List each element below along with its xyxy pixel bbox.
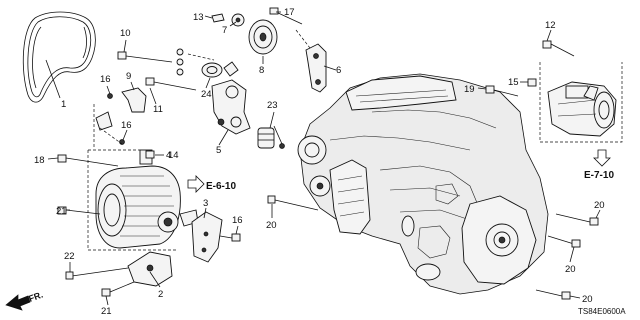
callout-15[interactable]: 15 bbox=[508, 77, 519, 88]
ref-arrow-e610[interactable]: E-6-10 bbox=[187, 175, 236, 193]
bolt-21-upper bbox=[57, 206, 101, 215]
nut-15 bbox=[527, 78, 537, 87]
ref-label-e710: E-7-10 bbox=[584, 170, 614, 181]
leader-lines bbox=[45, 11, 601, 306]
callout-23[interactable]: 23 bbox=[267, 100, 278, 111]
alternator bbox=[95, 149, 199, 249]
callout-17[interactable]: 17 bbox=[284, 7, 295, 18]
bolt-20-right-upper bbox=[555, 213, 599, 226]
alternator-group-outline bbox=[87, 104, 176, 251]
bolt-10 bbox=[117, 51, 173, 63]
bolt-12 bbox=[542, 40, 575, 57]
callout-20d[interactable]: 20 bbox=[582, 294, 593, 305]
callout-4[interactable]: 4 bbox=[166, 150, 171, 161]
callout-14[interactable]: 14 bbox=[168, 150, 179, 161]
callout-11[interactable]: 11 bbox=[153, 104, 163, 115]
front-direction-indicator: FR. bbox=[5, 290, 44, 311]
callout-21a[interactable]: 21 bbox=[56, 206, 67, 217]
bolt-16-cover bbox=[219, 233, 241, 242]
engine-block bbox=[297, 73, 549, 295]
bolt-18 bbox=[57, 154, 119, 167]
callout-8[interactable]: 8 bbox=[259, 65, 264, 76]
callout-9[interactable]: 9 bbox=[126, 71, 131, 82]
callout-21b[interactable]: 21 bbox=[101, 306, 112, 317]
callout-5[interactable]: 5 bbox=[216, 145, 221, 156]
tensioner-arm bbox=[269, 7, 327, 93]
ref-label-e610: E-6-10 bbox=[206, 181, 236, 192]
ref-arrow-e710[interactable]: E-7-10 bbox=[584, 149, 614, 181]
callout-16b[interactable]: 16 bbox=[121, 120, 132, 131]
nut-14 bbox=[145, 150, 155, 159]
callout-12[interactable]: 12 bbox=[545, 20, 556, 31]
callout-18[interactable]: 18 bbox=[34, 155, 45, 166]
starter-motor bbox=[547, 81, 617, 137]
callout-7[interactable]: 7 bbox=[222, 25, 227, 36]
bolt-11 bbox=[145, 77, 197, 91]
alternator-bracket bbox=[95, 87, 147, 145]
callout-19[interactable]: 19 bbox=[464, 84, 475, 95]
drive-belt bbox=[22, 11, 96, 103]
bolt-20-left bbox=[267, 195, 319, 211]
callout-13[interactable]: 13 bbox=[193, 12, 204, 23]
callout-16a[interactable]: 16 bbox=[100, 74, 111, 85]
callout-20b[interactable]: 20 bbox=[594, 200, 605, 211]
bolt-20-right-mid bbox=[547, 235, 581, 248]
callout-16c[interactable]: 16 bbox=[232, 215, 243, 226]
callout-20a[interactable]: 20 bbox=[266, 220, 277, 231]
bolt-21-lower bbox=[101, 281, 135, 297]
starter-group-outline bbox=[539, 62, 623, 143]
lower-bracket bbox=[127, 251, 173, 287]
callout-20c[interactable]: 20 bbox=[565, 264, 576, 275]
callout-24[interactable]: 24 bbox=[201, 89, 212, 100]
callout-6[interactable]: 6 bbox=[336, 65, 341, 76]
front-direction-label: FR. bbox=[27, 290, 44, 304]
bolt-19 bbox=[485, 85, 519, 97]
idler-pulley bbox=[211, 13, 278, 55]
bolt-22 bbox=[65, 267, 129, 280]
callout-3[interactable]: 3 bbox=[203, 198, 208, 209]
alternator-cover bbox=[191, 211, 223, 263]
diagram-code: TS84E0600A bbox=[578, 307, 626, 316]
bolt-20-right-low bbox=[535, 289, 571, 300]
callout-numbers: 1 2 3 4 5 6 7 8 9 10 11 12 13 14 15 16 1… bbox=[34, 7, 605, 317]
tensioner-assembly bbox=[176, 48, 285, 149]
callout-10[interactable]: 10 bbox=[120, 28, 131, 39]
callout-2[interactable]: 2 bbox=[158, 289, 163, 300]
callout-22[interactable]: 22 bbox=[64, 251, 75, 262]
callout-1[interactable]: 1 bbox=[61, 99, 66, 110]
